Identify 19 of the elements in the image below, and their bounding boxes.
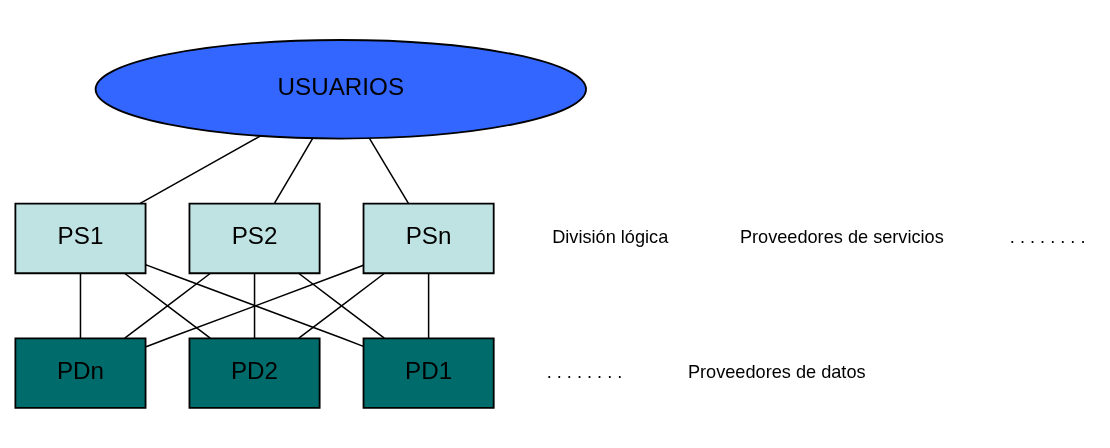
label: . . . . . . . .: [546, 361, 623, 382]
connector: [253, 273, 256, 340]
connector: [124, 272, 211, 339]
label: Proveedores de datos: [687, 361, 866, 382]
connector: [427, 273, 430, 340]
label: División lógica: [552, 227, 669, 248]
connector: [273, 137, 314, 205]
node-box: PSn: [362, 202, 495, 275]
node-box: PS2: [188, 202, 321, 275]
connector: [368, 137, 410, 205]
connector: [139, 135, 262, 205]
connector: [79, 273, 82, 340]
node-box: PD1: [362, 337, 495, 409]
node-ellipse: USUARIOS: [94, 39, 587, 140]
node-box: PD2: [188, 337, 321, 409]
label: . . . . . . . .: [1009, 227, 1086, 248]
node-box: PS1: [14, 202, 147, 275]
node-box: PDn: [14, 337, 147, 409]
label: Proveedores de servicios: [739, 227, 944, 248]
